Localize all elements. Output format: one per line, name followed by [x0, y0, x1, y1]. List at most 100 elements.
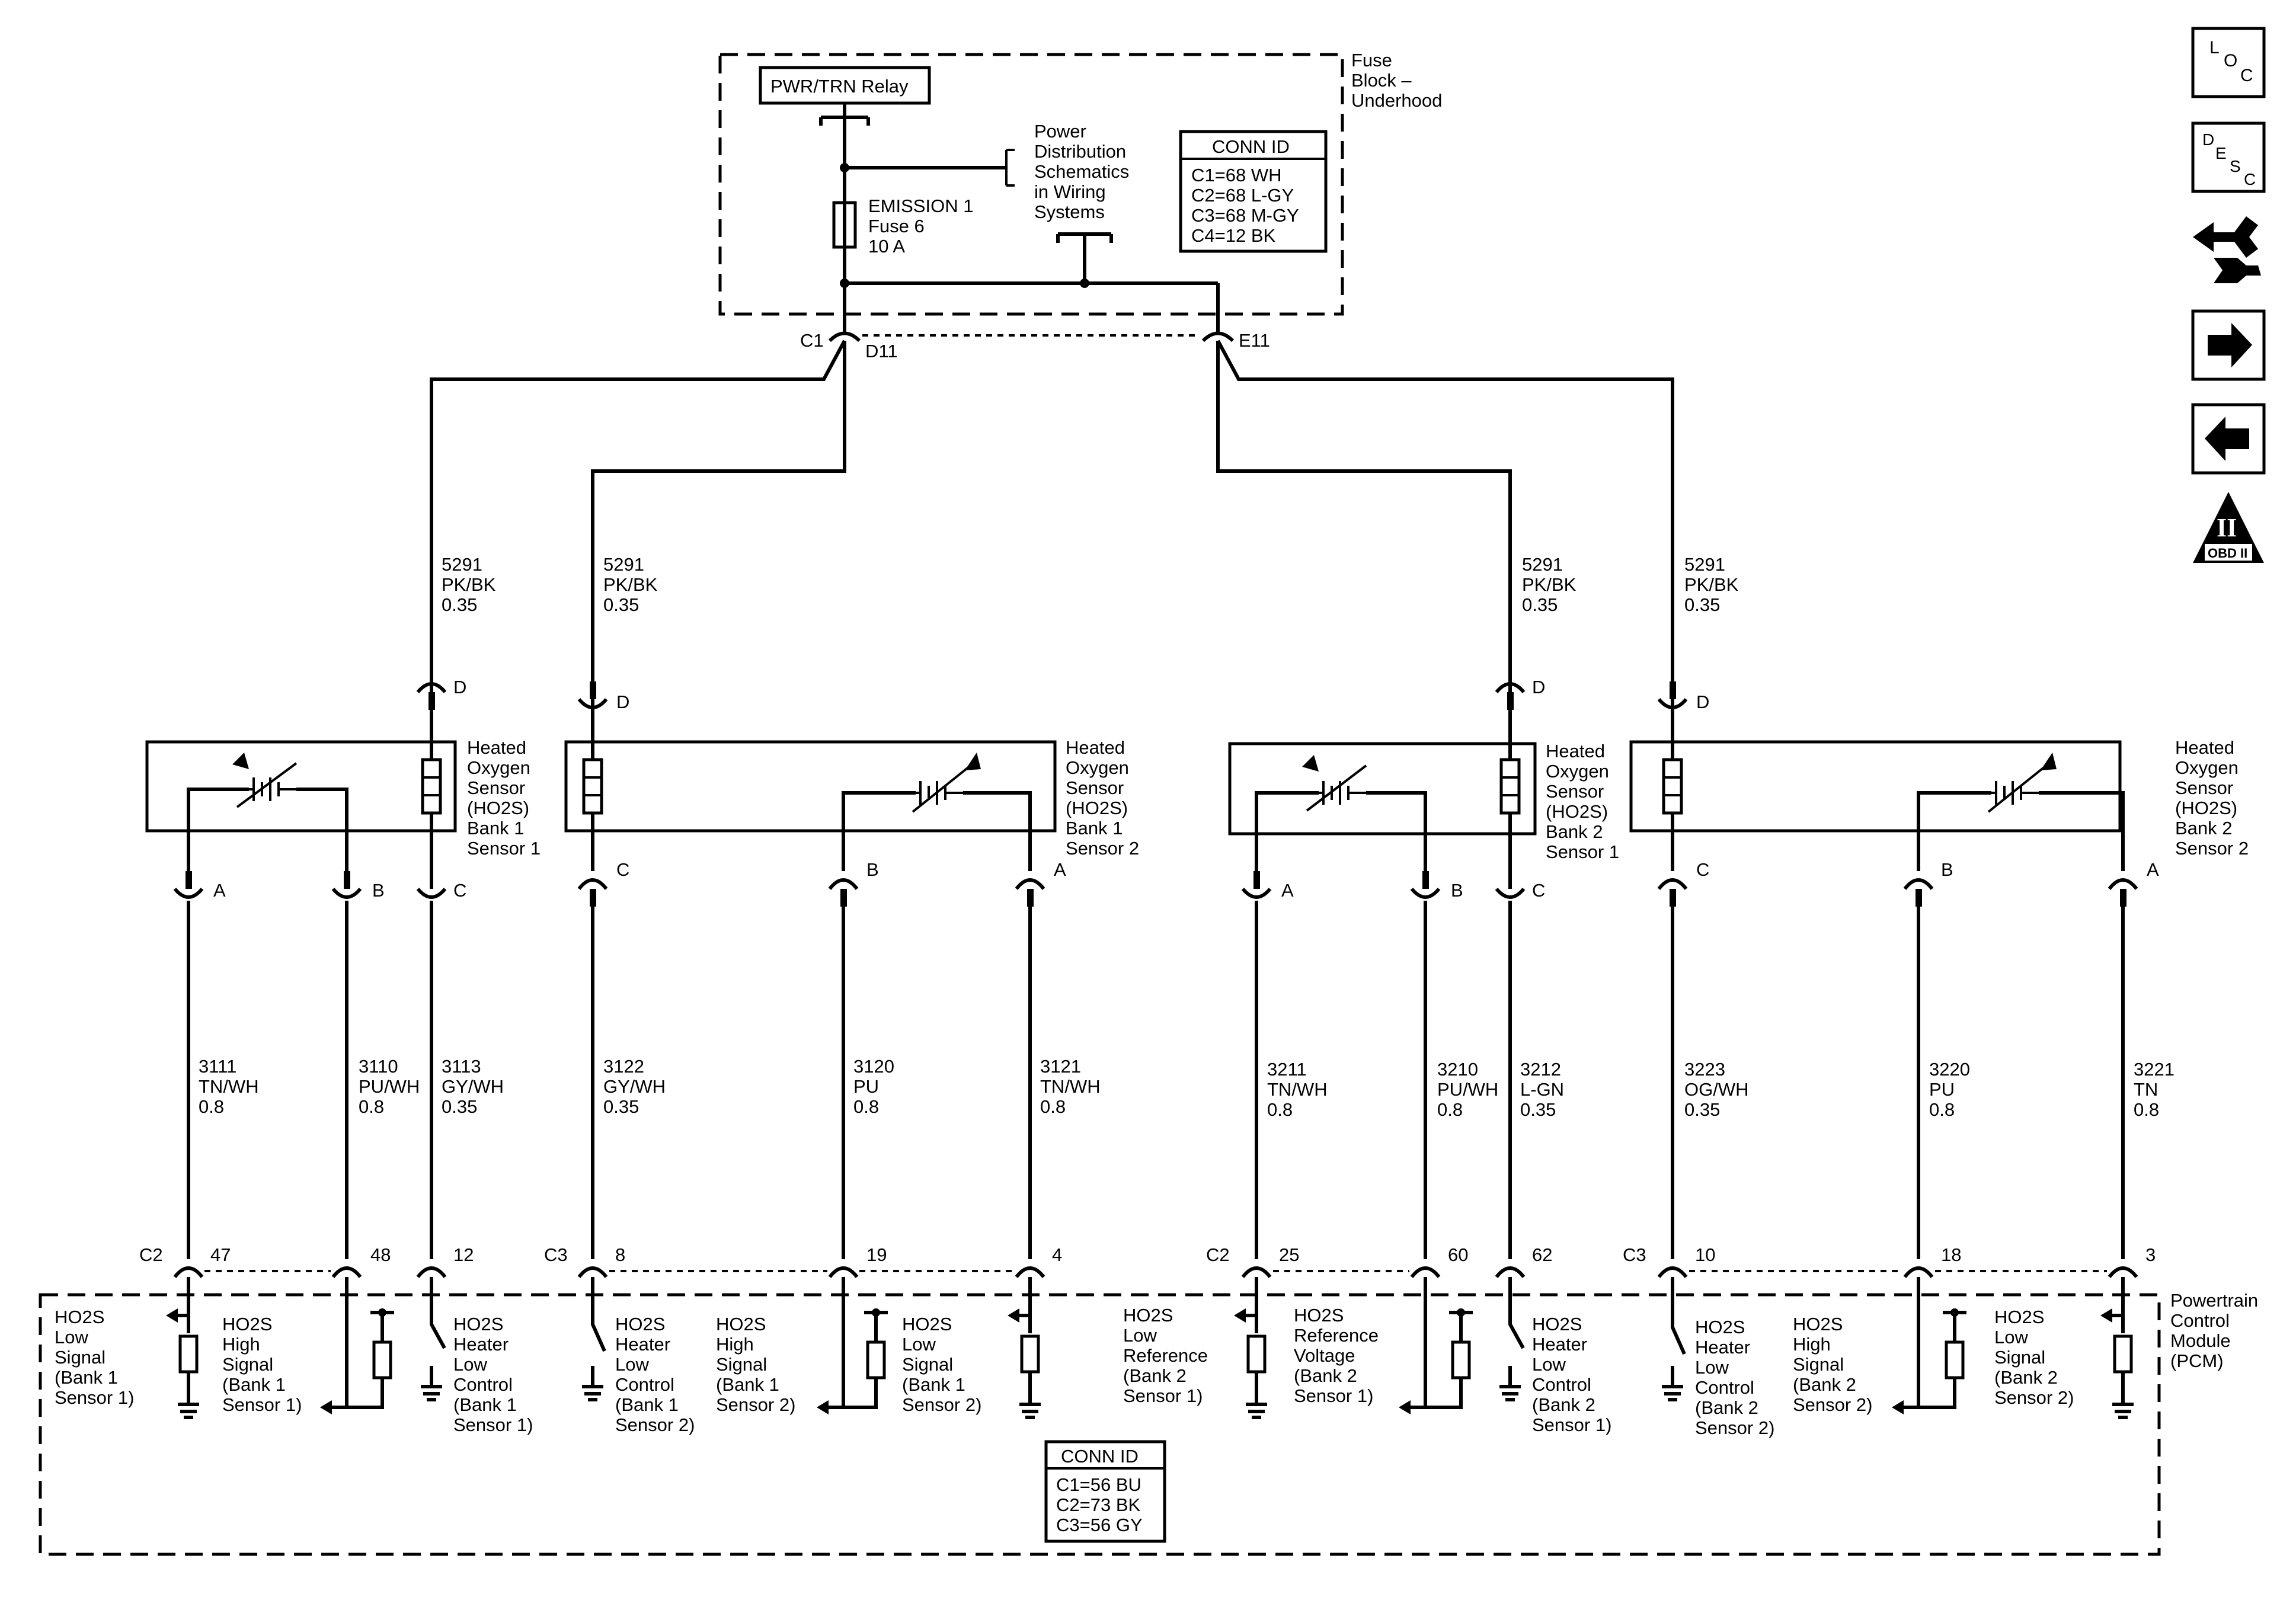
fuse-block-outline	[718, 53, 1344, 316]
pcm-pin-10: 10	[1695, 1244, 1715, 1265]
sensor1-pin-a: A	[213, 880, 226, 901]
sensor2-pin-d: D	[616, 692, 629, 712]
sensor1-pin-c: C	[453, 880, 466, 901]
right-arrow-icon	[2208, 323, 2252, 367]
sensor2-name: Heated Oxygen Sensor (HO2S) Bank 1 Senso…	[1066, 737, 1139, 859]
sensor-bank2-sensor2: D Heated Oxygen Sensor (HO2S) Bank 2 Sen…	[1629, 681, 2249, 907]
obd-ii-mark: II	[2217, 513, 2237, 542]
sensor3-box	[1228, 742, 1537, 836]
sensor1-pin-b: B	[372, 880, 385, 901]
sensor2-pin-a: A	[1054, 859, 1066, 880]
wrench-connector-icon[interactable]	[2193, 216, 2261, 283]
pcm-pin-25: 25	[1279, 1244, 1299, 1265]
previous-arrow-button[interactable]	[2191, 403, 2266, 475]
connector-e11: E11	[1239, 330, 1270, 351]
feed-wire-label-4: 5291 PK/BK 0.35	[1684, 554, 1744, 615]
desc-letter-d: D	[2202, 130, 2214, 149]
sensor4-pin-c: C	[1696, 859, 1709, 880]
pcm-pin-48: 48	[370, 1244, 391, 1265]
next-arrow-button[interactable]	[2191, 309, 2266, 381]
sensor2-pin-c: C	[616, 859, 629, 880]
sensor4-name: Heated Oxygen Sensor (HO2S) Bank 2 Senso…	[2175, 737, 2249, 859]
desc-letter-e: E	[2215, 144, 2227, 162]
pcm-pin-60: 60	[1448, 1244, 1468, 1265]
connector-c1: C1	[800, 330, 824, 351]
fuse-block-conn-id-lines: C1=68 WH C2=68 L-GY C3=68 M-GY C4=12 BK	[1191, 165, 1304, 246]
pwr-trn-relay-box	[759, 66, 931, 105]
fuse-block-conn-id	[1179, 130, 1328, 253]
fuse-block-conn-id-title: CONN ID	[1212, 136, 1290, 157]
fuse-label: EMISSION 1 Fuse 6 10 A	[868, 196, 978, 257]
feed-wire-label-3: 5291 PK/BK 0.35	[1522, 554, 1581, 615]
pcm-pin-47: 47	[210, 1244, 231, 1265]
feed-wire-label-1: 5291 PK/BK 0.35	[442, 554, 501, 615]
pcm-connector-c2-a: C2	[139, 1244, 163, 1265]
pcm-pin-3: 3	[2145, 1244, 2156, 1265]
sensor4-pin-b: B	[1941, 859, 1953, 880]
description-button[interactable]: D E S C	[2191, 121, 2266, 193]
sensor3-pin-a: A	[1281, 880, 1294, 901]
left-arrow-icon	[2205, 417, 2249, 461]
pcm-connector-c3-a: C3	[544, 1244, 568, 1265]
desc-letter-s: S	[2230, 157, 2241, 175]
sensor3-pin-c: C	[1532, 880, 1545, 901]
navigation-icons: L O C D E S C II OBD II	[2191, 27, 2266, 563]
pcm-connectors: C2 C3 C2 C3 47 48 12 8 19 4 25 60 62 10 …	[139, 1244, 2156, 1278]
fuse-block: Fuse Block – Underhood PWR/TRN Relay Pow…	[718, 50, 1442, 361]
pcm-conn-id	[1044, 1440, 1166, 1543]
pcm-connector-c3-b: C3	[1623, 1244, 1646, 1265]
sensor4-box	[1629, 740, 2122, 833]
desc-letter-c: C	[2244, 170, 2256, 188]
obd-ii-label: OBD II	[2208, 546, 2247, 561]
pcm-pin-12: 12	[453, 1244, 474, 1265]
sensor1-box	[145, 740, 457, 833]
pcm-module: Powertrain Control Module (PCM)	[39, 1277, 2258, 1556]
sensor2-box	[564, 740, 1057, 833]
pcm-outline	[39, 1293, 2161, 1556]
circuit-wires	[187, 901, 2125, 1259]
obd-ii-icon[interactable]: II OBD II	[2193, 492, 2264, 563]
pcm-conn-id-title: CONN ID	[1061, 1446, 1139, 1467]
sensor3-pin-b: B	[1451, 880, 1463, 901]
loc-letter-c: C	[2240, 66, 2253, 85]
pcm-conn-id-lines: C1=56 BU C2=73 BK C3=56 GY	[1056, 1474, 1147, 1535]
pcm-pin-18: 18	[1941, 1244, 1961, 1265]
pcm-pin-19: 19	[866, 1244, 887, 1265]
sensor-bank1-sensor2: D Heated Oxygen Sensor (HO2S) Bank 1 Sen…	[564, 681, 1139, 907]
pcm-pin-8: 8	[615, 1244, 625, 1265]
loc-letter-o: O	[2224, 51, 2237, 71]
sensor-bank2-sensor1: D Heated Oxygen Sensor (HO2S) Bank 2 Sen…	[1228, 677, 1619, 901]
location-button[interactable]: L O C	[2191, 27, 2266, 98]
sensor1-pin-d: D	[453, 677, 466, 697]
pcm-connector-c2-b: C2	[1206, 1244, 1230, 1265]
sensor3-pin-d: D	[1532, 677, 1545, 697]
sensor3-name: Heated Oxygen Sensor (HO2S) Bank 2 Senso…	[1546, 741, 1619, 862]
power-distribution-note: Power Distribution Schematics in Wiring …	[1034, 121, 1134, 222]
loc-letter-l: L	[2209, 38, 2220, 57]
connector-d11: D11	[865, 341, 898, 361]
feed-wiring	[430, 340, 1674, 692]
pcm-pin-62: 62	[1532, 1244, 1552, 1265]
